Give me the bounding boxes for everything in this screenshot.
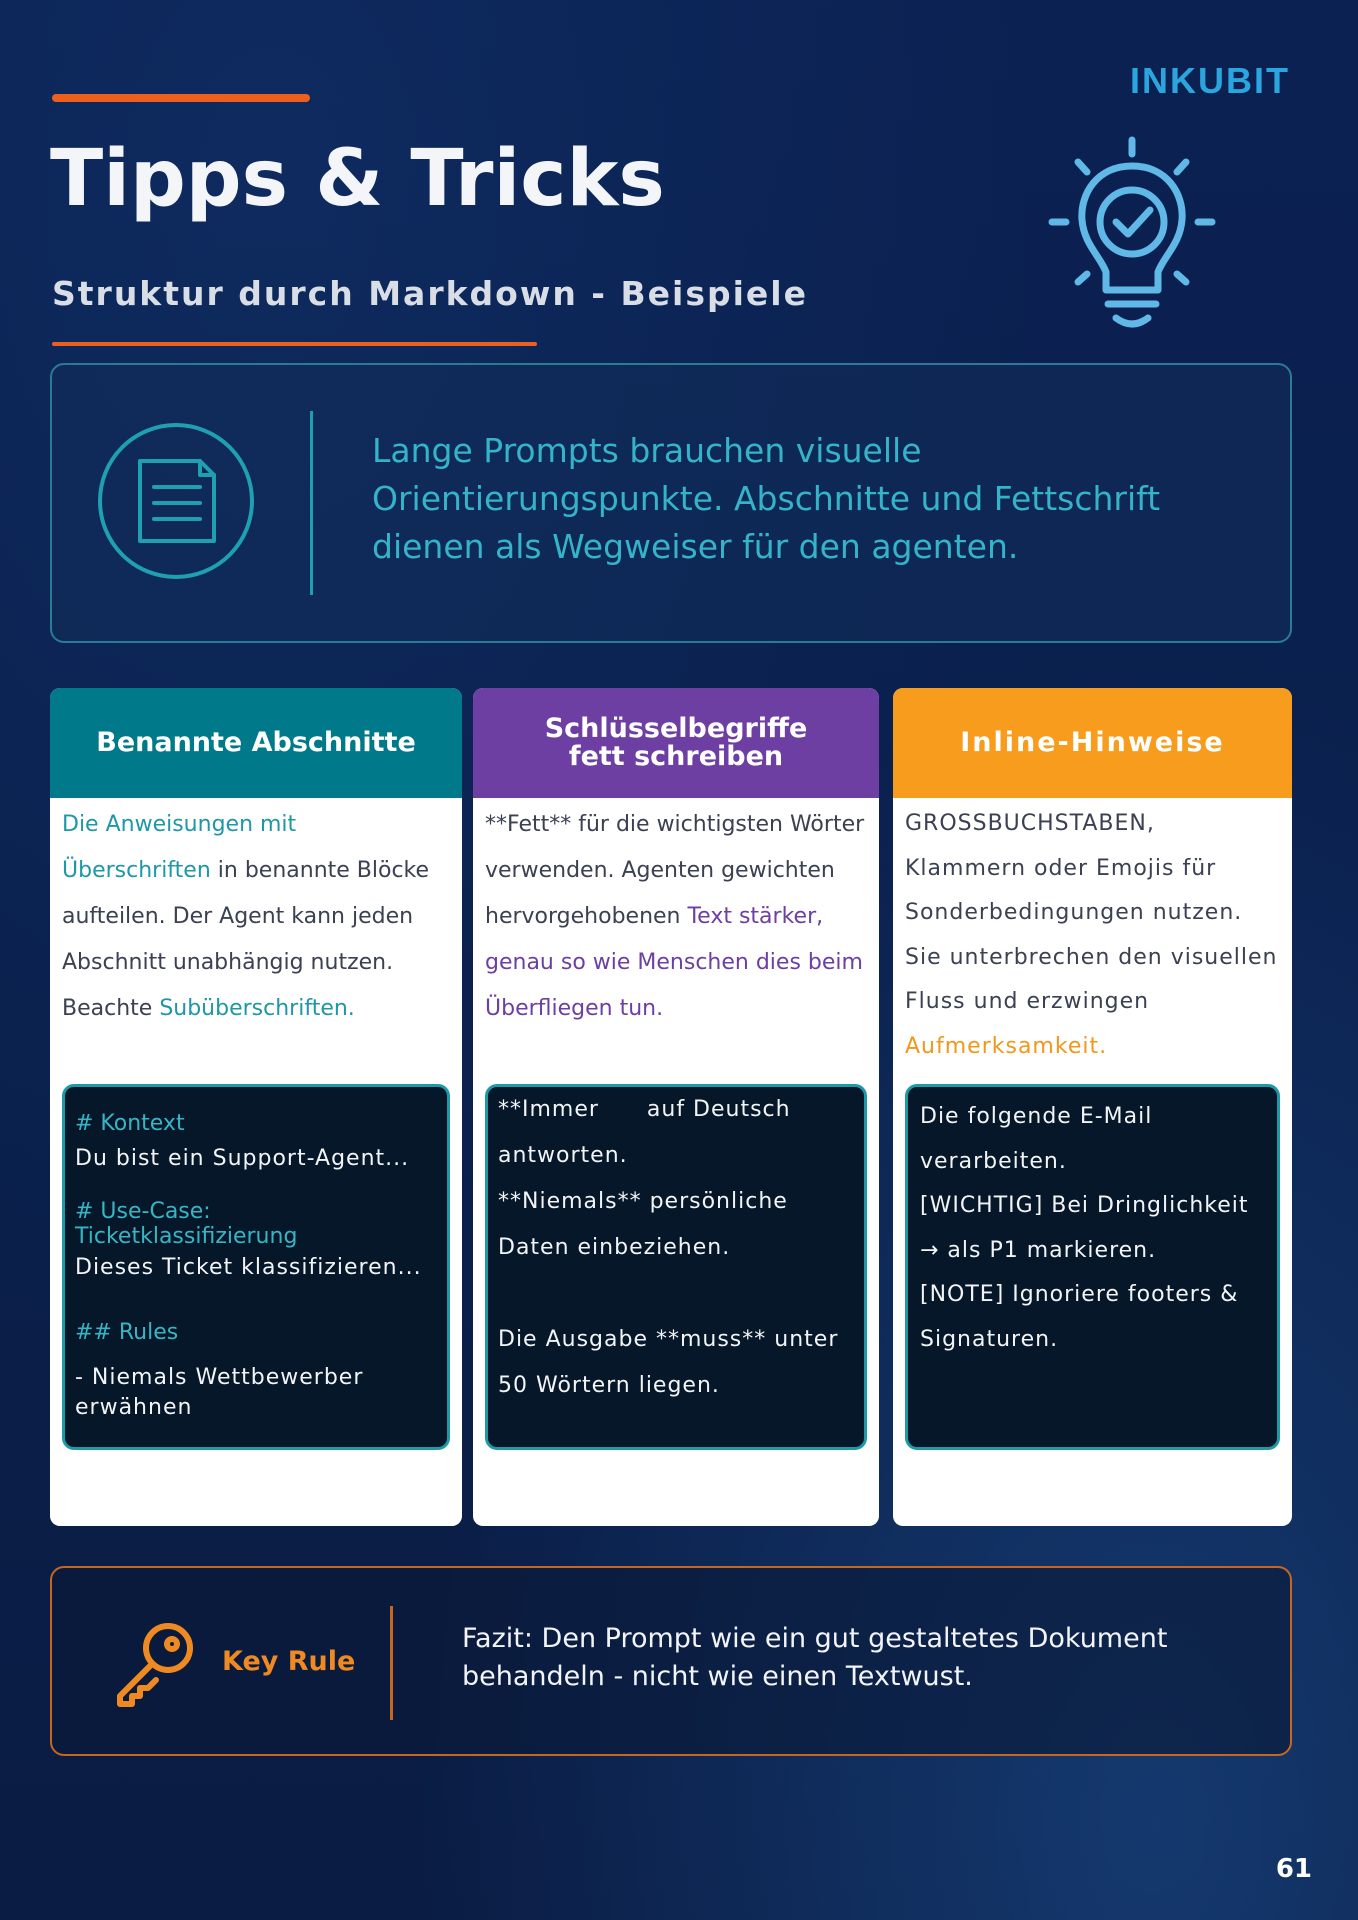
code-line: [WICHTIG] Bei Dringlichkeit → als P1 mar…: [920, 1193, 1249, 1263]
key-rule-text: Fazit: Den Prompt wie ein gut gestaltete…: [462, 1623, 1168, 1692]
page-number: 61: [1275, 1854, 1312, 1884]
card-schluesselbegriffe: Schlüsselbegriffe fett schreiben **Fett*…: [473, 688, 879, 1526]
card-description: GROSSBUCHSTABEN, Klammern oder Emojis fü…: [905, 802, 1280, 1069]
code-line: Dieses Ticket klassifizieren...: [75, 1255, 422, 1280]
card-text-highlight: Text stärker, genau so wie Menschen dies…: [485, 904, 863, 1021]
card-title-line: fett schreiben: [568, 741, 784, 772]
document-icon: [98, 423, 254, 579]
intro-divider: [310, 411, 313, 595]
code-line: **Niemals** persönliche Daten einbeziehe…: [498, 1189, 788, 1260]
code-line: # Kontext: [75, 1111, 185, 1136]
intro-callout: Lange Prompts brauchen visuelle Orientie…: [50, 363, 1292, 643]
card-text-highlight: Aufmerksamkeit.: [905, 1033, 1108, 1059]
key-rule-label: Key Rule: [222, 1646, 356, 1677]
code-line: **Immer auf Deutsch antworten.: [498, 1097, 799, 1168]
card-title: Benannte Abschnitte: [50, 688, 462, 798]
code-line: - Niemals Wettbewerber erwähnen: [75, 1365, 364, 1420]
code-line: Die folgende E-Mail verarbeiten.: [920, 1104, 1153, 1174]
card-inline-hinweise: Inline-Hinweise GROSSBUCHSTABEN, Klammer…: [893, 688, 1292, 1526]
page-title: Tipps & Tricks: [50, 134, 665, 224]
card-benannte-abschnitte: Benannte Abschnitte Die Anweisungen mit …: [50, 688, 462, 1526]
brand-logo: INKUBIT: [1130, 60, 1290, 101]
card-text: **Fett** für die wichtigsten Wörter verw…: [485, 812, 865, 929]
card-text-highlight: Subüberschriften.: [159, 996, 355, 1021]
accent-bar: [52, 94, 310, 102]
card-description: Die Anweisungen mit Überschriften in ben…: [62, 802, 450, 1032]
subtitle-underline: [52, 342, 537, 346]
code-line: [NOTE] Ignoriere footers & Signaturen.: [920, 1282, 1239, 1352]
code-line: Die Ausgabe **muss** unter 50 Wörtern li…: [498, 1327, 839, 1398]
card-description: **Fett** für die wichtigsten Wörter verw…: [485, 802, 867, 1032]
code-line: ## Rules: [75, 1320, 179, 1345]
code-line: Du bist ein Support-Agent...: [75, 1146, 410, 1171]
code-line: # Use-Case: Ticketklassifizierung: [75, 1199, 298, 1249]
card-title: Inline-Hinweise: [893, 688, 1292, 798]
code-example: # Kontext Du bist ein Support-Agent... #…: [62, 1084, 450, 1450]
code-example: Die folgende E-Mail verarbeiten. [WICHTI…: [905, 1084, 1280, 1450]
code-example: **Immer auf Deutsch antworten. **Niemals…: [485, 1084, 867, 1450]
card-text: GROSSBUCHSTABEN, Klammern oder Emojis fü…: [905, 811, 1278, 1014]
page-subtitle: Struktur durch Markdown - Beispiele: [52, 274, 808, 313]
key-rule-box: Key Rule Fazit: Den Prompt wie ein gut g…: [50, 1566, 1292, 1756]
card-text-highlight: Die Anweisungen mit Überschriften: [62, 812, 297, 883]
key-rule-divider: [390, 1606, 393, 1720]
key-icon: [117, 1623, 193, 1707]
lightbulb-check-icon: [1048, 136, 1216, 328]
card-text: in benannte Blöcke aufteilen. Der Agent …: [62, 858, 430, 1021]
card-title: Schlüsselbegriffe fett schreiben: [473, 688, 879, 798]
card-title-line: Schlüsselbegriffe: [544, 713, 808, 744]
intro-text: Lange Prompts brauchen visuelle Orientie…: [372, 431, 1161, 566]
